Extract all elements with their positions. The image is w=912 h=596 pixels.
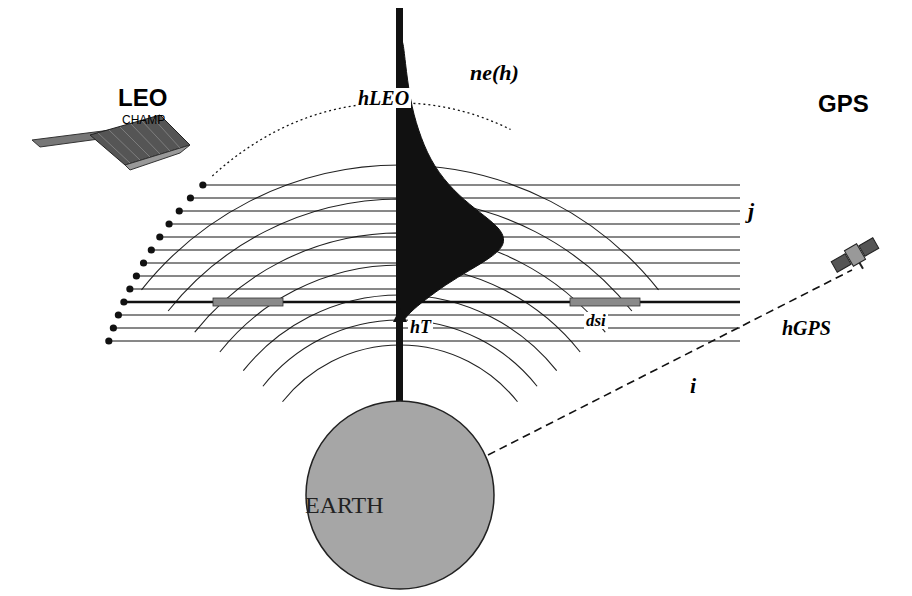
profile-label: ne(h)	[470, 62, 519, 84]
shell-line	[190, 198, 740, 199]
height-label: hGPS	[782, 318, 831, 338]
height-label: hT	[408, 318, 433, 336]
leo-position-dot	[105, 337, 112, 344]
leo-position-dot	[187, 194, 194, 201]
leo-position-dot	[148, 246, 155, 253]
leo-position-dot	[165, 220, 172, 227]
shell-line	[118, 315, 740, 316]
satellite-name: CHAMP	[122, 114, 165, 126]
earth-circle: EARTH	[305, 400, 495, 590]
leo-position-dot	[120, 298, 127, 305]
leo-position-dot	[156, 233, 163, 240]
index-label: j	[748, 200, 754, 222]
champ-satellite	[32, 115, 190, 170]
path-segment	[570, 298, 640, 306]
leo-position-dot	[126, 285, 133, 292]
leo-orbit	[212, 103, 510, 176]
leo-position-dot	[133, 272, 140, 279]
shell-line	[203, 185, 740, 186]
leo-position-dot	[176, 207, 183, 214]
segment-label: dsi	[584, 312, 608, 329]
path-segment	[213, 298, 283, 306]
satellite-name: GPS	[818, 92, 869, 116]
height-label: hLEO	[356, 88, 411, 108]
gps-satellite	[830, 235, 884, 281]
node-label: EARTH	[305, 493, 384, 517]
leo-position-dot	[115, 311, 122, 318]
index-label: i	[690, 375, 696, 397]
satellite-name: LEO	[118, 86, 167, 110]
leo-position-dot	[140, 259, 147, 266]
leo-position-dot	[199, 181, 206, 188]
tangent-point-marker	[393, 308, 407, 322]
gps-signal-line	[488, 270, 852, 455]
shell-line	[109, 341, 740, 342]
illustration-parts	[32, 8, 884, 455]
leo-position-dot	[110, 324, 117, 331]
